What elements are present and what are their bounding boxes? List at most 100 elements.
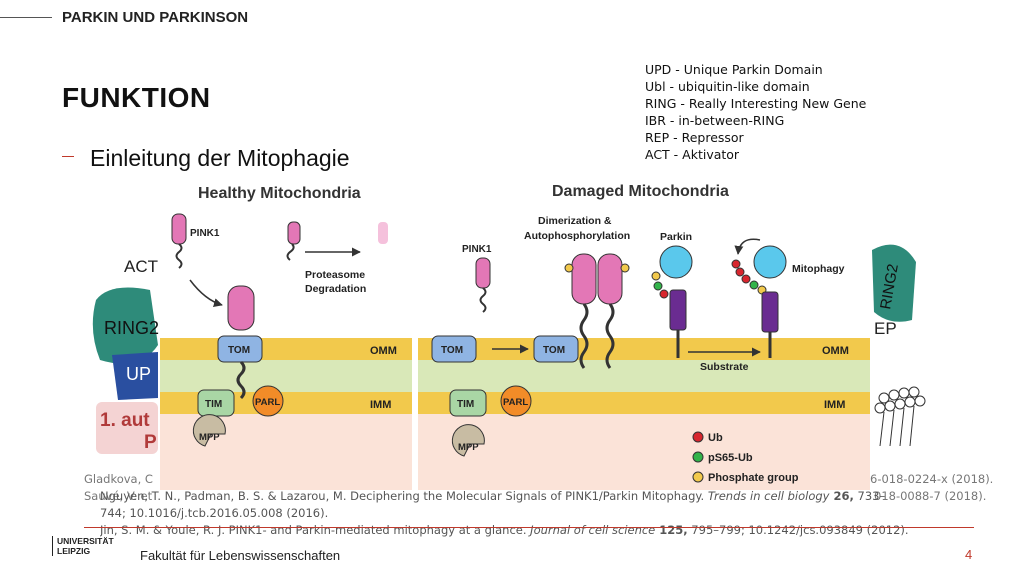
damaged-title: Damaged Mitochondria	[552, 183, 729, 200]
legend-line: RING - Really Interesting New Gene	[645, 96, 867, 111]
pink1-tail	[175, 243, 183, 269]
mpp-protease	[451, 424, 485, 457]
substrate-protein	[761, 291, 779, 333]
tom-label: TOM	[441, 345, 463, 356]
parl-protease	[252, 385, 284, 417]
ring2-domain-shape	[92, 287, 158, 364]
legend-line: IBR - in-between-RING	[645, 113, 785, 128]
pink1-dimer-left	[571, 253, 597, 305]
ps65-ub-dot	[749, 280, 759, 290]
upd-domain-shape	[112, 352, 158, 400]
cytosol-area	[418, 206, 870, 338]
mpp-protease	[192, 414, 226, 447]
reference-ghost-right-1: 6-018-0224-x (2018).	[870, 472, 994, 486]
legend-line: Ubl - ubiquitin-like domain	[645, 79, 810, 94]
parkin-protein	[659, 245, 693, 279]
tim-label: TIM	[457, 399, 474, 410]
autophosphorylation-label: Autophosphorylation	[524, 230, 630, 242]
degraded-pink1	[378, 222, 388, 244]
header-title: PARKIN UND PARKINSON	[62, 9, 249, 26]
cytosol-area	[160, 206, 412, 338]
bg-ring2-label: RING2	[104, 318, 159, 338]
parkin-protein-active	[753, 245, 787, 279]
phosphate-dot	[651, 271, 661, 281]
page-number: 4	[965, 547, 973, 562]
pink1-transmembrane	[236, 360, 246, 400]
ub-dot	[731, 259, 741, 269]
mpp-label: MPP	[458, 442, 479, 453]
phosphate-dot	[620, 263, 630, 273]
pink1-dimer-tail	[605, 303, 615, 369]
parl-label: PARL	[255, 397, 280, 408]
membrane-vesicle	[874, 386, 926, 447]
university-logo: UNIVERSITÄT LEIPZIG	[52, 536, 114, 556]
pink1-shape	[475, 257, 491, 289]
pink1-dimer-right	[597, 253, 623, 305]
header-rule	[0, 17, 52, 18]
tom-complex	[431, 335, 477, 363]
bg-step-label: 1. aut	[100, 410, 150, 431]
abbreviation-legend: UPD - Unique Parkin Domain Ubl - ubiquit…	[645, 61, 866, 163]
parl-protease	[500, 385, 532, 417]
bullet-item: Einleitung der Mitophagie	[62, 145, 350, 172]
bullet-dash	[62, 156, 74, 158]
mitophagy-label: Mitophagy	[792, 263, 845, 275]
pink1-dimer-tail	[579, 303, 589, 369]
dimerization-label: Dimerization &	[538, 215, 612, 227]
tim-label: TIM	[205, 399, 222, 410]
pink1-shape	[171, 213, 187, 245]
cleaved-pink1	[287, 221, 301, 245]
ps65-legend-dot	[692, 451, 704, 463]
phosphate-legend-dot	[692, 471, 704, 483]
bullet-text: Einleitung der Mitophagie	[90, 145, 350, 171]
ub-dot	[741, 274, 751, 284]
tom-label: TOM	[228, 345, 250, 356]
phosphate-legend-label: Phosphate group	[708, 472, 799, 484]
pink1-imported	[227, 285, 255, 331]
footer-rule	[84, 527, 974, 528]
import-arrow	[189, 279, 223, 308]
legend-line: ACT - Aktivator	[645, 147, 740, 162]
parkin-label: Parkin	[660, 231, 692, 243]
ub-dot	[735, 267, 745, 277]
ub-legend-label: Ub	[708, 432, 723, 444]
reference-ghost-right-2: 018-0088-7 (2018).	[874, 489, 987, 503]
ub-legend-dot	[692, 431, 704, 443]
tom-label-2: TOM	[543, 345, 565, 356]
imm-label: IMM	[370, 399, 391, 411]
ub-dot	[659, 289, 669, 299]
pink1-label: PINK1	[462, 244, 492, 255]
ps65-ub-dot	[653, 281, 663, 291]
faculty-name: Fakultät für Lebenswissenschaften	[140, 548, 341, 563]
omm-band	[418, 338, 870, 360]
background-parkin-structure-right: RING2 EP	[872, 244, 926, 447]
bg-p-label: P	[144, 432, 157, 453]
intermembrane-space	[160, 360, 412, 392]
reference-1: Nguyen, T. N., Padman, B. S. & Lazarou, …	[100, 489, 886, 503]
reference-ghost-left-2: Sauvé, V. et	[84, 489, 153, 503]
phosphate-dot	[564, 263, 574, 273]
tom-complex-2	[533, 335, 579, 363]
omm-label: OMM	[822, 345, 849, 357]
ps65-legend-label: pS65-Ub	[708, 452, 753, 464]
tom-complex	[217, 335, 263, 363]
bg-ep-label: EP	[874, 319, 897, 338]
ring2-domain-shape-right	[872, 244, 916, 322]
damaged-panel: Damaged Mitochondria OMM IMM PINK1 TOM T…	[418, 183, 870, 490]
tim-complex	[449, 389, 487, 417]
degradation-label: Degradation	[305, 283, 366, 295]
cleaved-pink1-tail	[286, 243, 295, 261]
intermembrane-space	[418, 360, 870, 392]
pink1-tail	[479, 287, 487, 313]
legend-line: UPD - Unique Parkin Domain	[645, 62, 823, 77]
reference-2: Jin, S. M. & Youle, R. J. PINK1- and Par…	[100, 523, 909, 537]
healthy-panel: Healthy Mitochondria OMM IMM PINK1 TOM T…	[160, 185, 412, 490]
step-box	[96, 402, 158, 454]
bg-act-label: ACT	[124, 257, 158, 276]
pink1-label: PINK1	[190, 228, 220, 239]
parl-label: PARL	[503, 397, 528, 408]
substrate-label: Substrate	[700, 361, 749, 373]
reference-ghost-left-1: Gladkova, C	[84, 472, 153, 486]
reference-1-continued: 744; 10.1016/j.tcb.2016.05.008 (2016).	[100, 506, 329, 520]
imm-label: IMM	[824, 399, 845, 411]
